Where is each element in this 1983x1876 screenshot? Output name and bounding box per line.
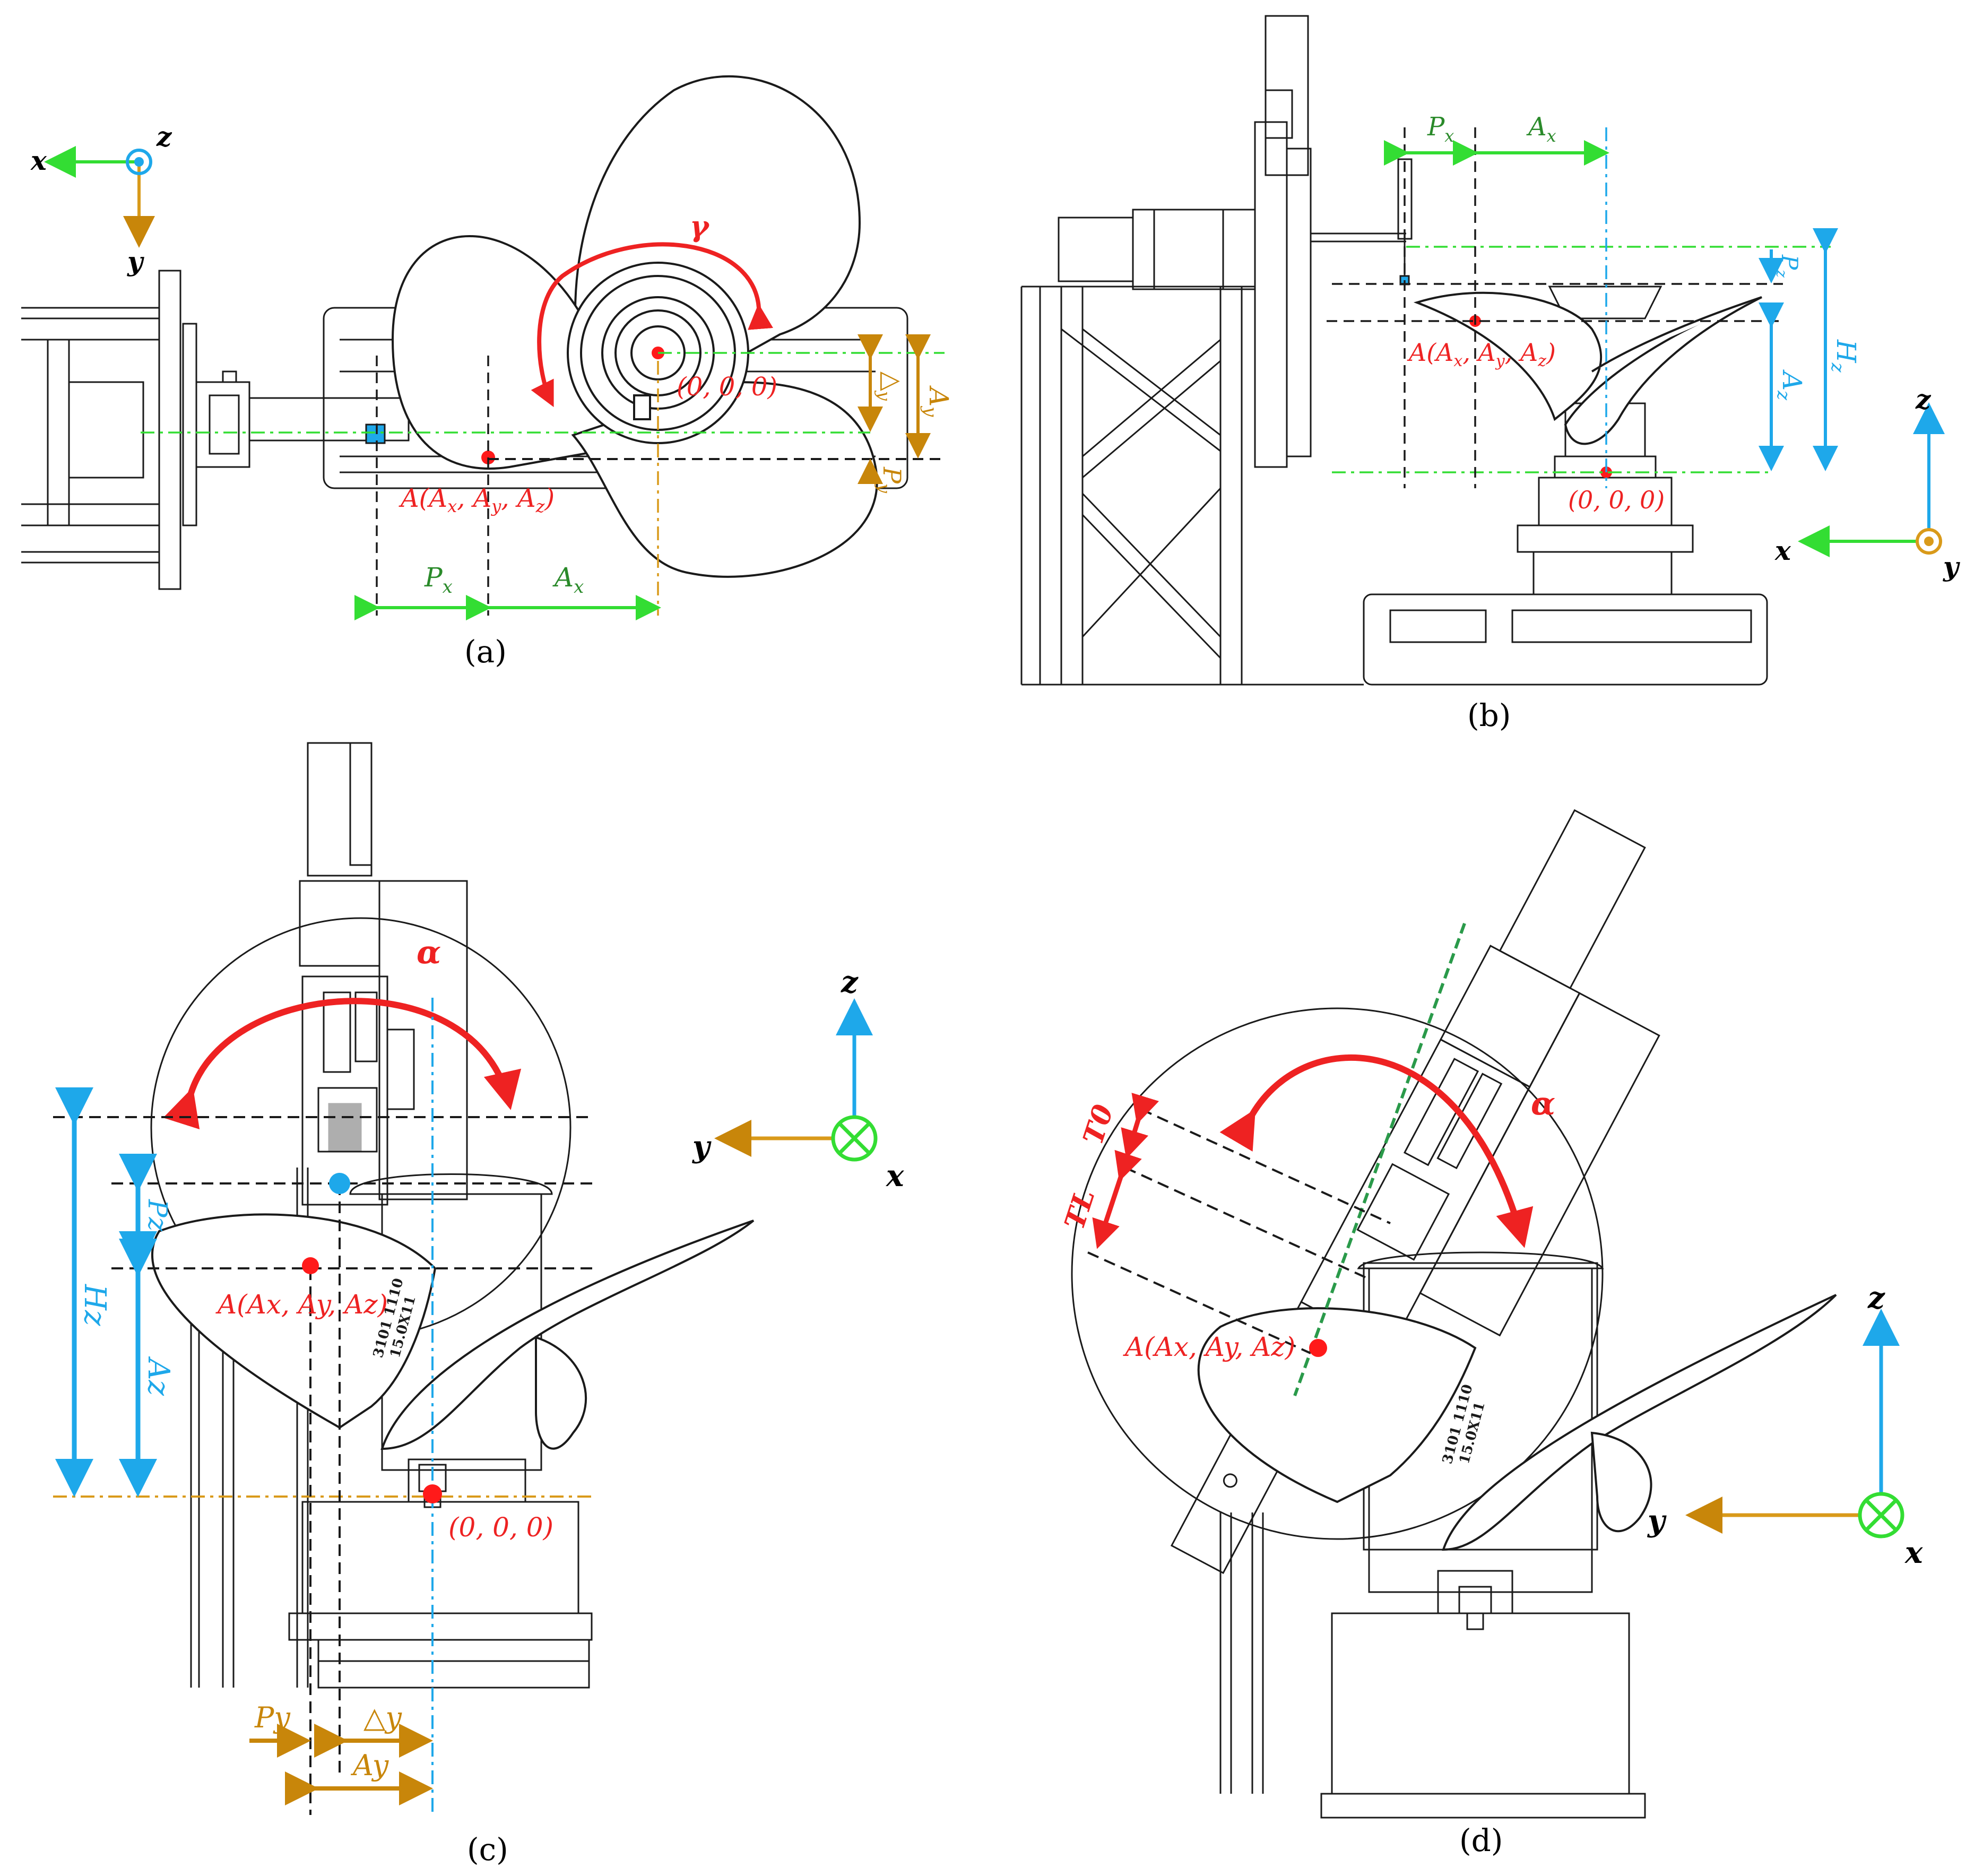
axis-x-label: x xyxy=(1904,1535,1923,1570)
panel-c-axes: z y x xyxy=(691,965,904,1194)
z-axis-out-icon xyxy=(126,149,152,175)
label-px: Px xyxy=(424,562,453,598)
label-az: Az xyxy=(1773,369,1807,401)
gamma-label: γ xyxy=(690,209,710,243)
panel-d: 3101 1110 15.0X11 α T0 TL A(Ax, Ay, Az) … xyxy=(1058,809,1923,1858)
panel-d-machine xyxy=(1071,809,1660,1819)
label-py: Py xyxy=(874,466,906,494)
probe-tip-dot xyxy=(329,1173,350,1194)
label-tl: TL xyxy=(1058,1186,1101,1233)
origin-label: (0, 0, 0) xyxy=(677,372,777,402)
label-hz: Hz xyxy=(1827,339,1861,373)
label-ay: Ay xyxy=(350,1749,389,1782)
panel-d-propeller xyxy=(1197,1294,1837,1551)
axis-z-label: z xyxy=(841,965,859,1000)
panel-b-machine xyxy=(1020,15,1768,686)
caption-c: (c) xyxy=(467,1831,508,1868)
rotation-alpha-arrow xyxy=(1219,1054,1534,1248)
axis-z-label: z xyxy=(1915,384,1932,415)
alpha-label: α xyxy=(417,934,441,971)
panel-b-dash-lines xyxy=(1327,127,1831,488)
panel-d-dash-lines xyxy=(1087,1108,1391,1354)
panel-b-dimensions xyxy=(1384,140,1838,471)
label-px: Px xyxy=(1427,112,1454,146)
label-ax: Ax xyxy=(1526,112,1556,146)
label-ax: Ax xyxy=(552,562,584,598)
origin-label: (0, 0, 0) xyxy=(448,1512,553,1543)
panel-a-dimensions xyxy=(354,334,931,620)
panel-c-machine xyxy=(150,742,593,1689)
panel-c: 3101 1110 15.0X11 α Hz Pz Az A(Ax, Ay, xyxy=(53,742,904,1868)
panel-c-propeller xyxy=(151,1213,755,1450)
caption-d: (d) xyxy=(1459,1822,1503,1858)
point-a-label: A(Ax, Ay, Az) xyxy=(1407,338,1556,370)
probe-axis-line xyxy=(1293,922,1466,1397)
point-a-label: A(Ax, Ay, Az) xyxy=(1123,1332,1295,1362)
panel-b-propeller xyxy=(1413,291,1762,445)
panel-a-axes: x z y xyxy=(30,121,172,277)
caption-a: (a) xyxy=(464,634,507,670)
alpha-label: α xyxy=(1531,1085,1555,1122)
axis-x-label: x xyxy=(1774,535,1791,566)
label-pz: Pz xyxy=(1773,254,1803,278)
point-a-label: A(Ax, Ay, Az) xyxy=(399,483,555,516)
label-az: Az xyxy=(141,1356,176,1396)
panel-c-dimensions xyxy=(55,1087,433,1805)
axis-y-label: y xyxy=(127,246,144,277)
panel-a: x z y xyxy=(21,75,954,670)
axis-y-label: y xyxy=(691,1129,712,1164)
axis-z-label: z xyxy=(1867,1281,1885,1316)
label-py: Py xyxy=(254,1701,291,1734)
label-pz: Pz xyxy=(142,1199,173,1232)
axis-y-label: y xyxy=(1647,1503,1667,1538)
label-delta-y: △y xyxy=(874,371,907,401)
label-hz: Hz xyxy=(77,1284,112,1326)
rotation-gamma-arrow xyxy=(531,242,774,408)
panel-d-axes: z y x xyxy=(1647,1281,1923,1570)
origin-label: (0, 0, 0) xyxy=(1568,486,1665,514)
point-a-label: A(Ax, Ay, Az) xyxy=(215,1289,388,1320)
axis-x-label: x xyxy=(30,145,47,176)
label-ay: Ay xyxy=(920,385,954,417)
panel-b: Px Ax Pz Hz Az A(Ax, Ay, Az) (0, 0, 0) z… xyxy=(1020,15,1960,733)
axis-z-label: z xyxy=(156,121,172,152)
axis-y-label: y xyxy=(1943,551,1960,582)
panel-b-axes: z x y xyxy=(1774,384,1960,582)
panel-d-dimensions xyxy=(1092,1093,1159,1249)
origin-dot xyxy=(423,1484,442,1503)
label-delta-y: △y xyxy=(363,1701,403,1734)
label-t0: T0 xyxy=(1077,1101,1120,1148)
axis-x-label: x xyxy=(886,1159,904,1194)
point-a-dot xyxy=(302,1257,319,1274)
point-a-dot xyxy=(1309,1339,1327,1357)
rotation-alpha-arrow xyxy=(163,998,522,1130)
caption-b: (b) xyxy=(1467,697,1511,733)
